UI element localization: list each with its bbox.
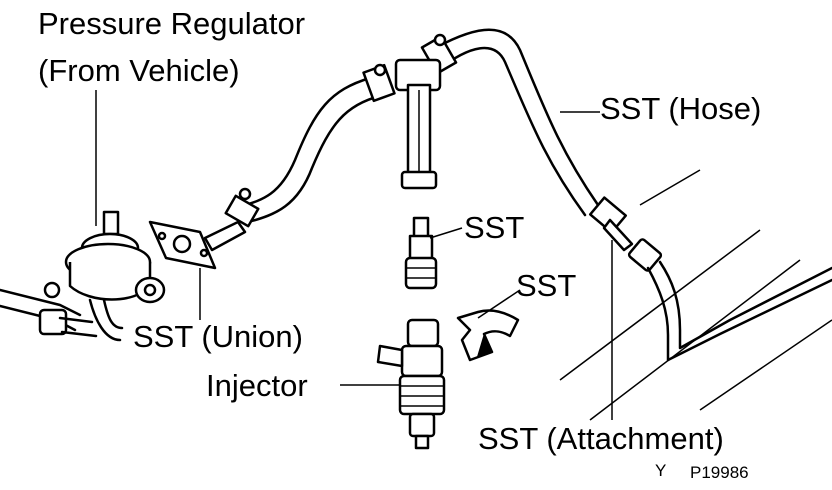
pressure-regulator — [0, 210, 166, 342]
label-sst-adapter: SST — [464, 210, 525, 245]
leader-lines — [95, 90, 613, 420]
label-injector: Injector — [206, 368, 308, 403]
sst-union — [148, 220, 247, 270]
label-pressure-regulator: Pressure Regulator — [38, 6, 306, 41]
label-sst-attachment: SST (Attachment) — [478, 421, 724, 456]
engine-background-lines — [559, 169, 832, 421]
figure-code: P19986 — [690, 463, 749, 482]
injector — [376, 318, 446, 450]
sst-attachment — [588, 196, 832, 362]
label-sst-clip: SST — [516, 268, 577, 303]
figure-code-letter: Y — [655, 461, 667, 480]
label-from-vehicle: (From Vehicle) — [38, 53, 240, 88]
sst-hose — [240, 28, 600, 224]
label-sst-union: SST (Union) — [133, 319, 303, 354]
sst-clip — [456, 309, 520, 362]
sst-adapter — [404, 216, 438, 290]
t-joint — [394, 58, 442, 190]
label-sst-hose: SST (Hose) — [600, 91, 762, 126]
